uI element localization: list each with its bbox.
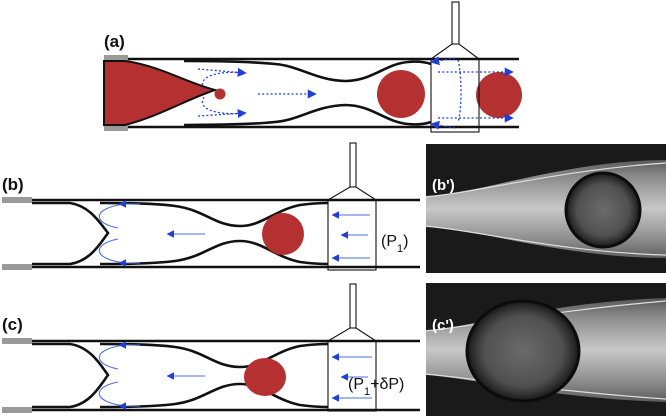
photo-b-prime: (b') bbox=[425, 144, 666, 273]
droplet-c bbox=[244, 358, 286, 396]
photo-b-edge-bottom bbox=[425, 225, 666, 256]
tiny-droplet bbox=[214, 88, 226, 100]
droplet-a2 bbox=[476, 72, 522, 118]
flow-c-curve-top bbox=[98, 344, 126, 370]
flow-c-curve-bottom bbox=[98, 381, 126, 407]
panel-b: (b) (P1) bbox=[2, 142, 420, 271]
capillary-tip-bottom bbox=[104, 124, 128, 131]
photo-c-droplet bbox=[467, 301, 579, 401]
pressure-chamber bbox=[430, 58, 480, 133]
flow-arrow-a1 bbox=[197, 67, 247, 77]
pressure-c-sub: 1 bbox=[364, 386, 370, 398]
pressure-b-p: (P bbox=[381, 233, 397, 250]
pressure-b-close: ) bbox=[403, 233, 408, 250]
panel-b-label: (b) bbox=[2, 175, 24, 194]
droplet-a1 bbox=[377, 70, 425, 118]
constriction-b-top bbox=[99, 201, 329, 228]
flow-curve-top bbox=[201, 71, 246, 91]
dispersed-phase-cone bbox=[103, 60, 219, 126]
panel-a: (a) bbox=[103, 1, 522, 133]
inlet-cone-b bbox=[32, 201, 110, 266]
panel-c: (c) (P1+δP) bbox=[2, 283, 420, 413]
panel-c-prime-label: (c') bbox=[432, 317, 454, 334]
photo-b-droplet bbox=[566, 173, 640, 247]
constriction-c-top bbox=[99, 342, 329, 369]
constriction-c-bottom bbox=[99, 382, 329, 409]
pressure-tube-b bbox=[349, 142, 357, 188]
pressure-chamber-b bbox=[327, 199, 377, 271]
photo-b-lower-wall bbox=[426, 227, 666, 273]
flow-b-curve-bottom bbox=[98, 238, 126, 264]
constriction-top bbox=[183, 59, 432, 83]
pressure-tube-c bbox=[349, 283, 357, 329]
chamber-funnel bbox=[430, 43, 480, 60]
constriction-bottom bbox=[183, 103, 432, 127]
capillary-c-tip-bottom bbox=[2, 407, 32, 413]
pressure-label-b: (P1) bbox=[381, 233, 408, 255]
panel-c-label: (c) bbox=[2, 315, 23, 334]
pressure-tube bbox=[451, 1, 460, 45]
chamber-c-funnel bbox=[327, 327, 377, 342]
pressure-b-sub: 1 bbox=[397, 243, 403, 255]
panel-a-label: (a) bbox=[104, 32, 125, 51]
photo-b-edge-top bbox=[425, 162, 666, 198]
flow-curve-chamber bbox=[457, 59, 462, 123]
photo-c-prime: (c') bbox=[425, 283, 666, 416]
capillary-b-tip-bottom bbox=[2, 264, 32, 270]
panel-b-prime-label: (b') bbox=[432, 177, 455, 194]
photo-b-droplet-rim bbox=[564, 171, 642, 249]
pressure-c-p: (P bbox=[348, 376, 364, 393]
pressure-chamber-c bbox=[327, 340, 377, 412]
photo-c-droplet-rim bbox=[465, 299, 581, 403]
pressure-c-rest: +δP) bbox=[370, 376, 404, 393]
constriction-b-bottom bbox=[99, 239, 329, 266]
capillary-tip-top bbox=[104, 55, 128, 62]
chamber-b-funnel bbox=[327, 186, 377, 201]
pressure-label-c: (P1+δP) bbox=[348, 376, 404, 398]
photo-b-upper-wall bbox=[426, 144, 666, 196]
inlet-cone-c bbox=[32, 342, 110, 409]
flow-curve-bottom bbox=[201, 95, 246, 115]
droplet-b bbox=[262, 213, 304, 255]
flow-arrow-a2 bbox=[197, 108, 247, 119]
capillary-c-tip-top bbox=[2, 338, 32, 344]
capillary-b-tip-top bbox=[2, 197, 32, 203]
flow-b-curve-top bbox=[98, 203, 126, 229]
